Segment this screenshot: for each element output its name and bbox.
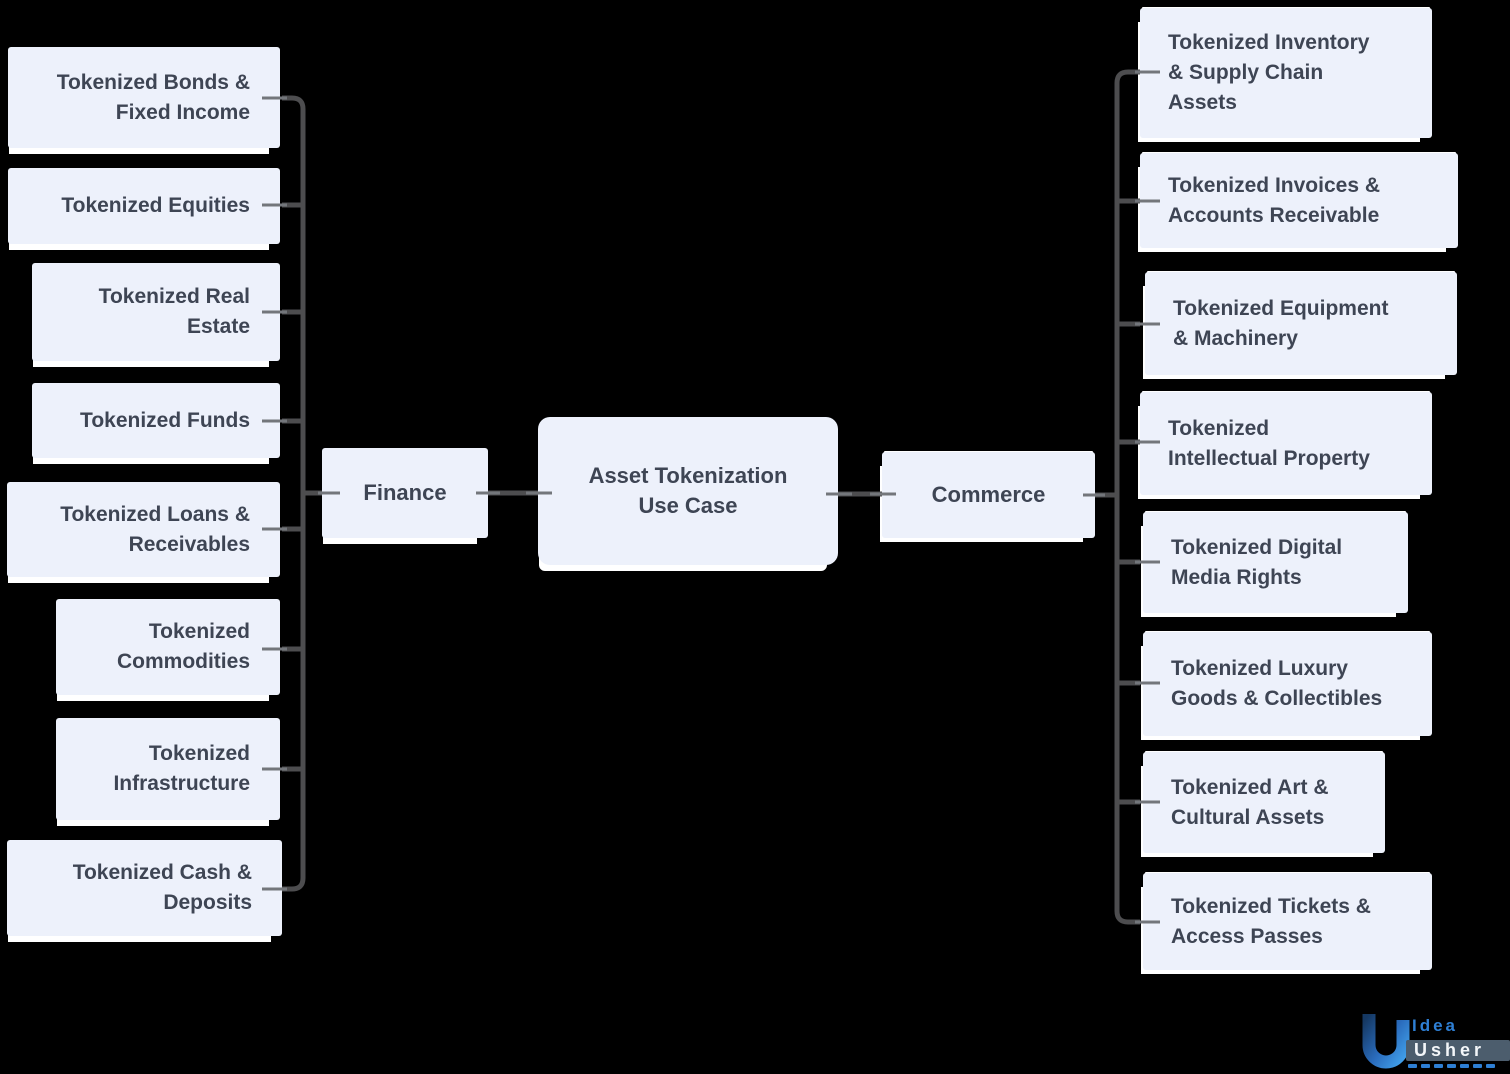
left-trunk <box>282 95 306 892</box>
node-real-estate: Tokenized Real Estate <box>32 263 280 361</box>
node-tickets-passes: Tokenized Tickets & Access Passes <box>1143 873 1432 970</box>
logo-idea-text: Idea <box>1412 1016 1459 1035</box>
node-digital-media-rights: Tokenized Digital Media Rights <box>1143 512 1408 613</box>
node-cash-deposits: Tokenized Cash & Deposits <box>7 840 282 936</box>
node-equities: Tokenized Equities <box>8 168 280 244</box>
logo-tagline-bar <box>1408 1064 1495 1068</box>
node-luxury-goods: Tokenized Luxury Goods & Collectibles <box>1143 632 1432 736</box>
node-art-cultural: Tokenized Art & Cultural Assets <box>1143 752 1385 853</box>
logo-u-icon <box>1362 1014 1410 1069</box>
node-loans-receivables: Tokenized Loans & Receivables <box>7 482 280 577</box>
idea-usher-logo: Idea Usher <box>1358 1008 1510 1072</box>
logo-usher-text: Usher <box>1406 1040 1510 1061</box>
node-infrastructure: Tokenized Infrastructure <box>56 718 280 820</box>
node-commodities: Tokenized Commodities <box>56 599 280 695</box>
node-invoices-receivable: Tokenized Invoices & Accounts Receivable <box>1140 153 1458 248</box>
node-bonds-fixed-income: Tokenized Bonds & Fixed Income <box>8 47 280 148</box>
node-finance: Finance <box>322 448 488 538</box>
node-inventory-supply-chain: Tokenized Inventory & Supply Chain Asset… <box>1140 8 1432 138</box>
node-funds: Tokenized Funds <box>32 383 280 458</box>
node-root-asset-tokenization: Asset Tokenization Use Case <box>538 417 838 565</box>
right-trunk <box>1114 69 1140 925</box>
node-commerce: Commerce <box>882 452 1095 538</box>
node-equipment-machinery: Tokenized Equipment & Machinery <box>1145 272 1457 375</box>
node-intellectual-property: Tokenized Intellectual Property <box>1140 392 1432 495</box>
